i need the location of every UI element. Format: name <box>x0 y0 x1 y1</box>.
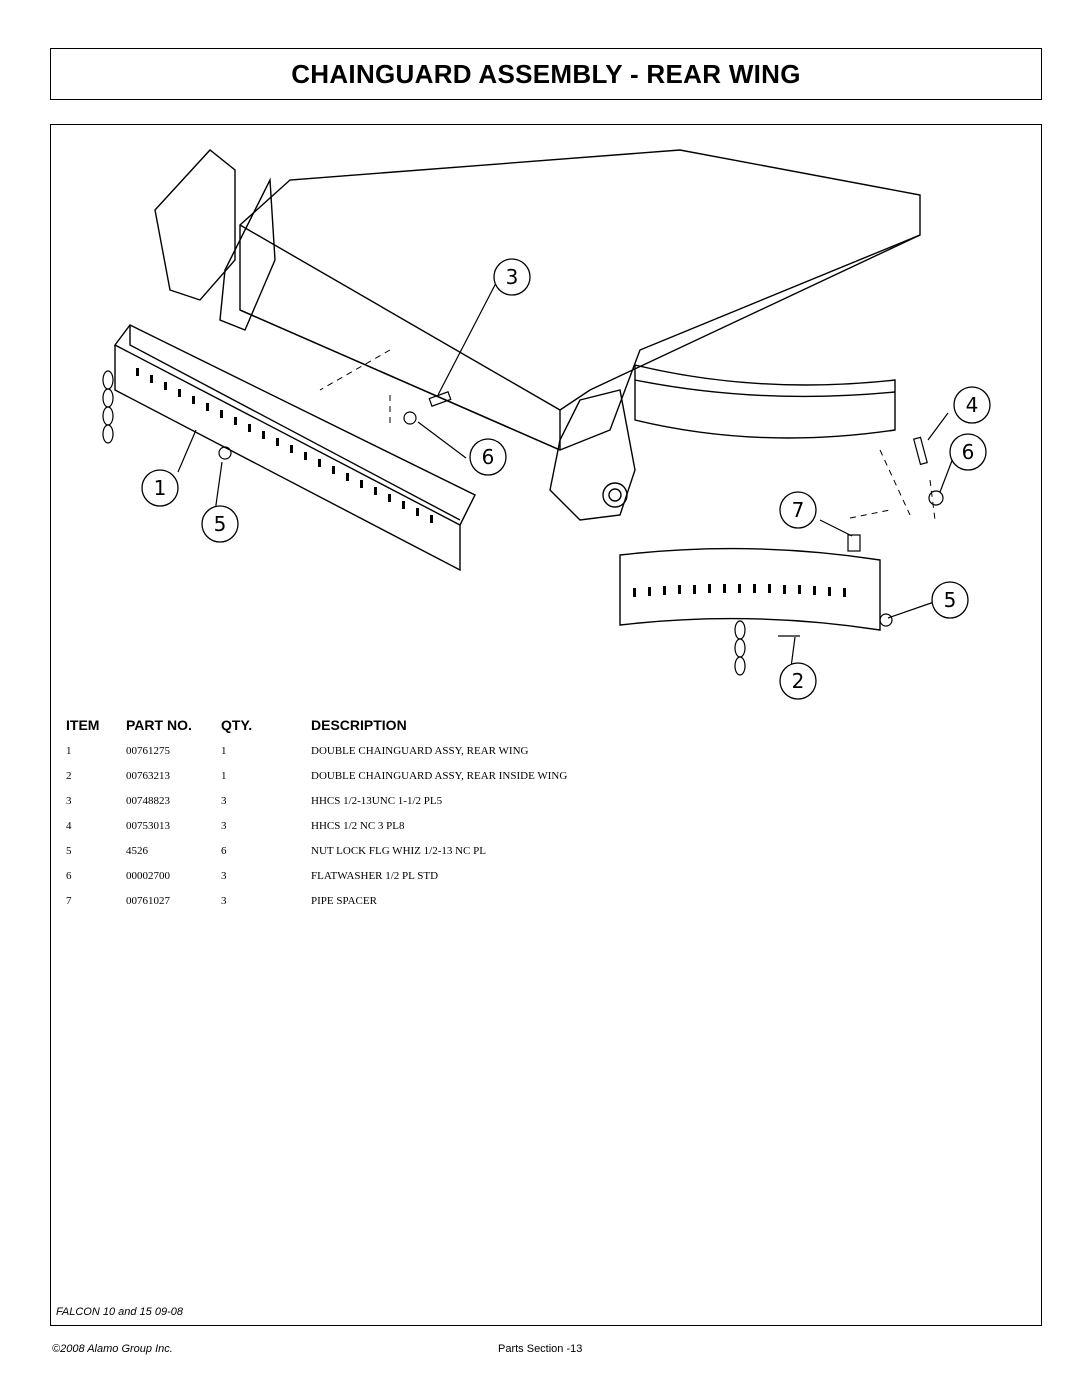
footer-page-number: Parts Section -13 <box>498 1343 583 1355</box>
deck-top <box>239 149 921 451</box>
header-part-no: PART NO. <box>126 717 192 733</box>
header-description: DESCRIPTION <box>311 717 407 733</box>
row-4-desc: HHCS 1/2 NC 3 PL8 <box>311 820 405 832</box>
header-qty: QTY. <box>221 717 253 733</box>
rear-chainguard-plate <box>113 324 476 526</box>
curved-deck-panel <box>634 364 896 439</box>
row-1-part: 00761275 <box>126 745 170 757</box>
spindle-casting <box>549 389 636 521</box>
inside-chainguard-slots <box>633 584 846 597</box>
row-6-item: 6 <box>66 870 72 882</box>
callout-6a <box>469 438 507 476</box>
exploded-parts-diagram: 1 2 3 4 5 5 6 6 7 <box>102 149 991 700</box>
callout-5a <box>201 505 239 543</box>
footer-model: FALCON 10 and 15 09-08 <box>56 1306 183 1318</box>
callout-6a-label: 6 <box>482 445 495 469</box>
row-5-qty: 6 <box>221 845 227 857</box>
row-6-qty: 3 <box>221 870 227 882</box>
row-2-part: 00763213 <box>126 770 170 782</box>
callout-5a-label: 5 <box>214 512 227 536</box>
row-2-desc: DOUBLE CHAINGUARD ASSY, REAR INSIDE WING <box>311 770 568 782</box>
chainguard-slots <box>136 368 433 523</box>
callout-5b <box>931 581 969 619</box>
row-3-item: 3 <box>66 795 72 807</box>
hitch-bracket-left <box>154 149 236 301</box>
row-6-desc: FLATWASHER 1/2 PL STD <box>311 870 439 882</box>
callout-1-label: 1 <box>154 476 167 500</box>
inside-wing-chainguard <box>619 547 881 631</box>
row-6-part: 00002700 <box>126 870 170 882</box>
title-box: CHAINGUARD ASSEMBLY - REAR WING <box>50 48 1042 100</box>
callout-3-label: 3 <box>506 265 519 289</box>
hardware <box>218 391 944 627</box>
row-4-item: 4 <box>66 820 72 832</box>
header-item: ITEM <box>66 717 100 733</box>
callout-5b-label: 5 <box>944 588 957 612</box>
row-5-item: 5 <box>66 845 72 857</box>
row-1-desc: DOUBLE CHAINGUARD ASSY, REAR WING <box>311 745 529 757</box>
callout-7 <box>779 491 817 529</box>
callout-4-label: 4 <box>966 393 979 417</box>
callout-6b-label: 6 <box>962 440 975 464</box>
footer-copyright: ©2008 Alamo Group Inc. <box>52 1343 173 1355</box>
row-2-item: 2 <box>66 770 72 782</box>
row-4-qty: 3 <box>221 820 227 832</box>
chain-links <box>102 370 746 676</box>
row-1-item: 1 <box>66 745 72 757</box>
page-title: CHAINGUARD ASSEMBLY - REAR WING <box>291 58 801 89</box>
callout-6b <box>949 433 987 471</box>
hitch-bracket-right <box>219 177 276 331</box>
callout-2 <box>779 662 817 700</box>
row-5-part: 4526 <box>126 845 148 857</box>
callout-3 <box>493 258 531 296</box>
row-7-qty: 3 <box>221 895 227 907</box>
row-2-qty: 1 <box>221 770 227 782</box>
callout-1 <box>141 469 179 507</box>
row-3-part: 00748823 <box>126 795 170 807</box>
row-3-desc: HHCS 1/2-13UNC 1-1/2 PL5 <box>311 795 443 807</box>
content-frame <box>50 124 1042 1326</box>
callout-2-label: 2 <box>792 669 805 693</box>
row-1-qty: 1 <box>221 745 227 757</box>
row-5-desc: NUT LOCK FLG WHIZ 1/2-13 NC PL <box>311 845 486 857</box>
row-3-qty: 3 <box>221 795 227 807</box>
row-4-part: 00753013 <box>126 820 170 832</box>
callout-7-label: 7 <box>792 498 805 522</box>
row-7-desc: PIPE SPACER <box>311 895 377 907</box>
row-7-part: 00761027 <box>126 895 170 907</box>
row-7-item: 7 <box>66 895 72 907</box>
callout-4 <box>953 386 991 424</box>
